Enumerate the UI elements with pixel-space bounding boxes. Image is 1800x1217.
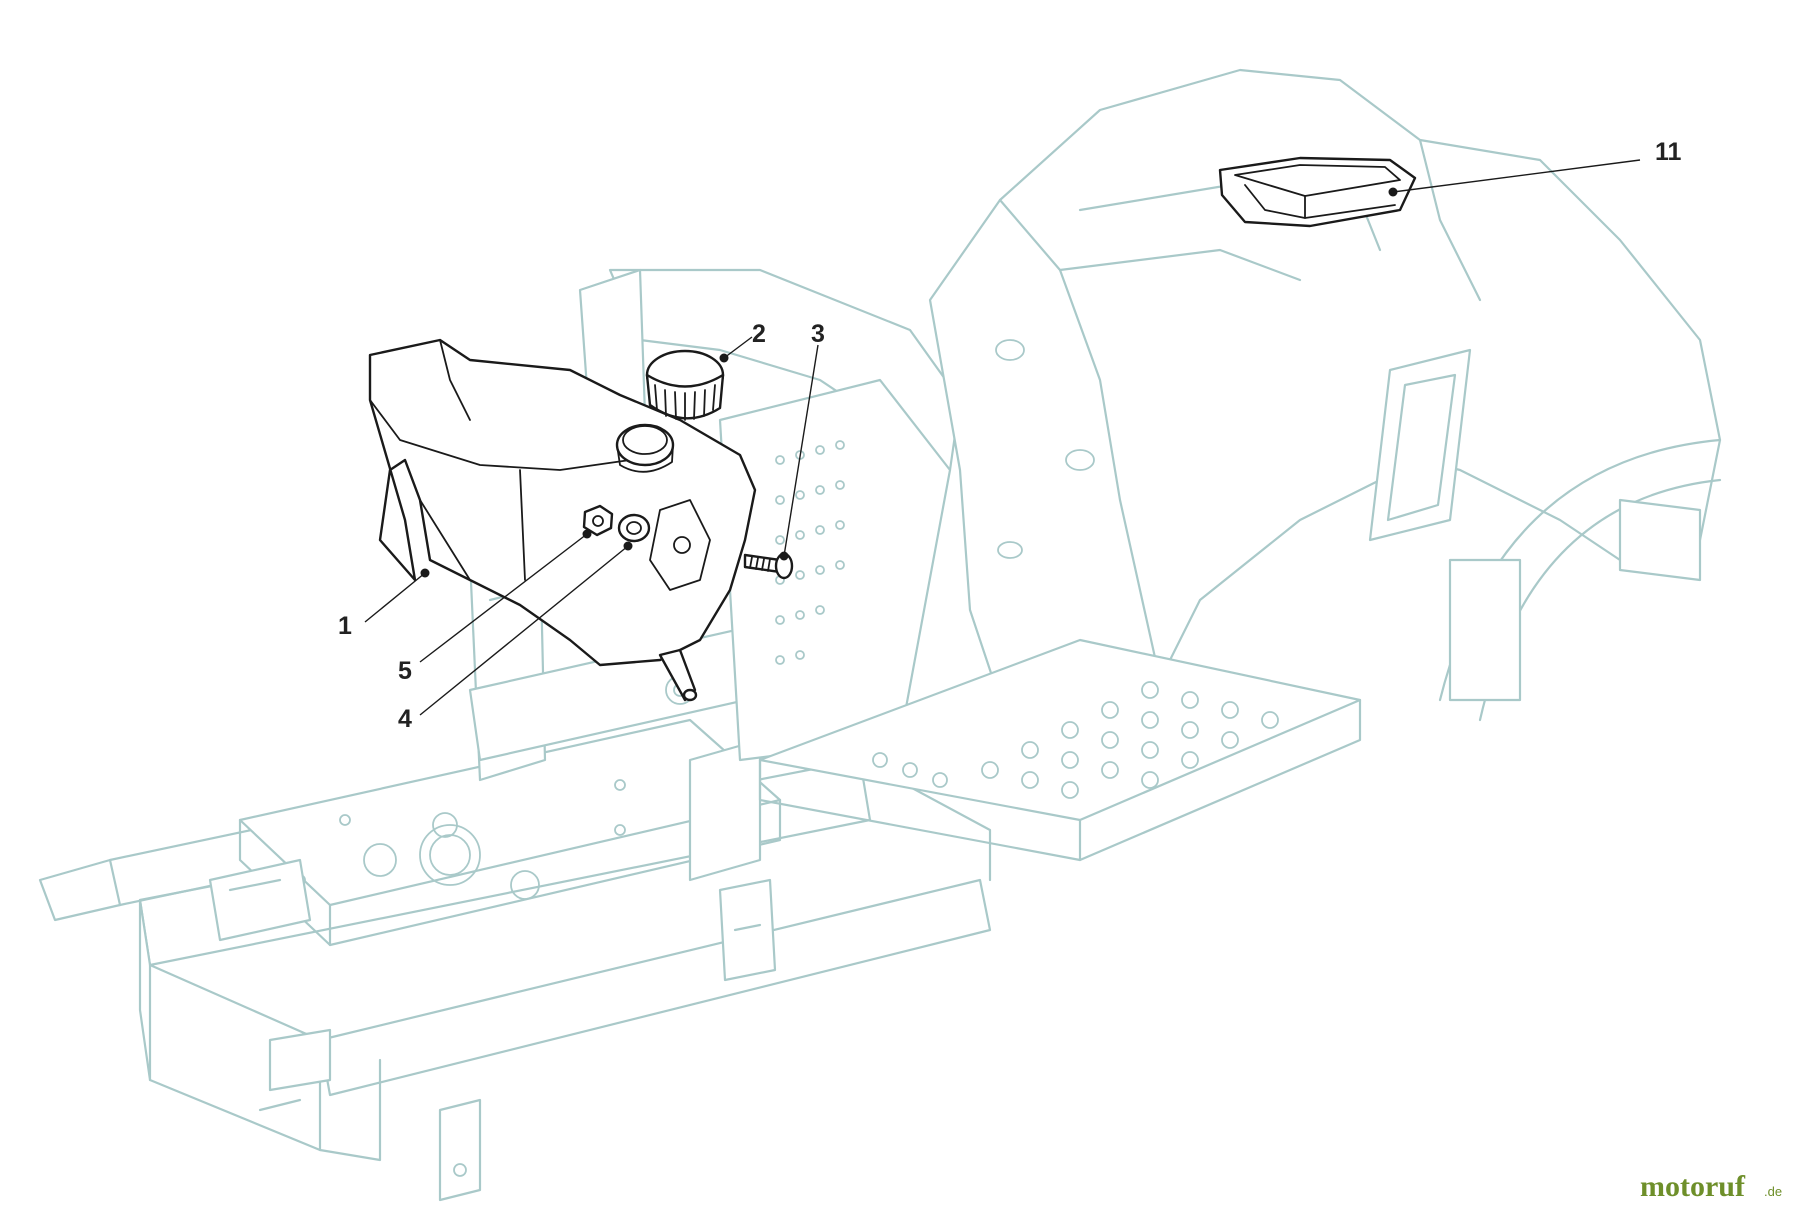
leader-11 <box>1392 159 1641 193</box>
motoruf-watermark-logo: motoruf .de <box>1640 1170 1782 1203</box>
tank-cap-part-2 <box>645 349 725 421</box>
callout-11: 11 <box>1655 138 1682 166</box>
perforation-pattern-footboard <box>872 681 1279 799</box>
grommet-part-4 <box>617 513 651 543</box>
perforation-pattern-left <box>775 440 845 665</box>
callout-5: 5 <box>398 657 412 685</box>
watermark-tld: .de <box>1764 1184 1782 1199</box>
screw-part-3 <box>743 552 794 580</box>
battery-tray-part-11 <box>1218 156 1417 228</box>
leader-2 <box>723 336 753 359</box>
fuel-tank-part-1 <box>368 338 757 667</box>
chassis-frame <box>38 68 1722 1202</box>
callout-2: 2 <box>752 320 766 348</box>
leader-4 <box>419 545 629 716</box>
callout-labels: 1 2 3 4 5 11 <box>338 138 1682 733</box>
callout-3: 3 <box>811 320 825 348</box>
leader-1 <box>364 572 426 623</box>
watermark-brand: motoruf <box>1640 1170 1746 1203</box>
nut-part-5 <box>582 504 614 537</box>
leader-lines <box>364 159 1641 716</box>
leader-3 <box>783 344 819 557</box>
callout-1: 1 <box>338 612 352 640</box>
fuel-tank-neck <box>615 423 675 473</box>
callout-4: 4 <box>398 705 412 733</box>
fuel-outlet <box>658 648 698 702</box>
leader-5 <box>419 533 588 663</box>
